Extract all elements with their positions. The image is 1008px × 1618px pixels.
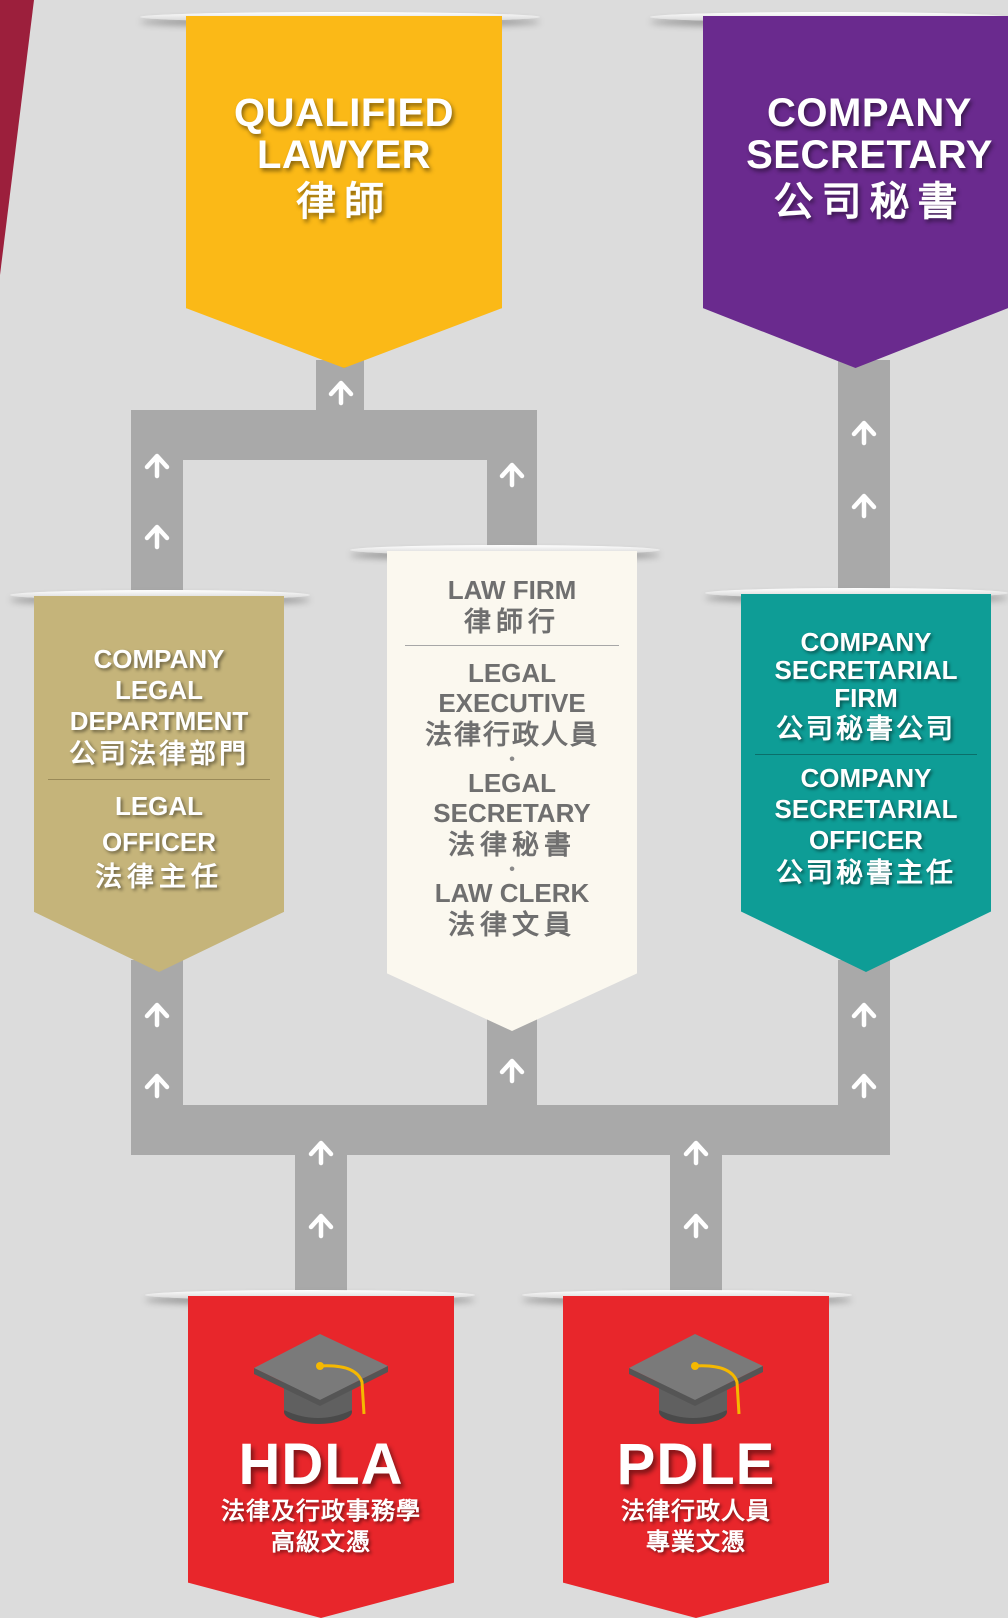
secretarial-officer-title-line2: SECRETARIAL	[774, 794, 958, 824]
bullet-separator: •	[509, 751, 515, 768]
arrow-up-icon	[144, 453, 170, 479]
arrow-up-icon	[308, 1213, 334, 1239]
law-firm-ribbon: LAW FIRM 律師行 LEGAL EXECUTIVE 法律行政人員 • LE…	[387, 551, 637, 1031]
legal-department-org-cn: 公司法律部門	[69, 739, 249, 769]
arrow-up-icon	[683, 1140, 709, 1166]
hanger-bar	[350, 545, 660, 555]
pdle-title-cn-line1: 法律行政人員	[621, 1498, 771, 1525]
hanger-bar	[145, 1290, 475, 1300]
graduation-cap-icon	[629, 1334, 763, 1424]
corner-accent	[0, 0, 34, 275]
hanger-bar	[10, 590, 310, 600]
company-secretary-title-line1: COMPANY	[767, 91, 972, 135]
legal-secretary-title-line2: SECRETARY	[433, 798, 591, 828]
legal-department-org-line3: DEPARTMENT	[69, 706, 249, 736]
pdle-title-cn-line2: 專業文憑	[646, 1529, 746, 1556]
secretarial-firm-org-line2: SECRETARIAL	[774, 655, 958, 685]
secretarial-firm-org-line1: COMPANY	[800, 627, 932, 657]
law-firm-org-cn: 律師行	[464, 607, 560, 637]
arrow-up-icon	[851, 1002, 877, 1028]
arrow-up-icon	[851, 493, 877, 519]
arrow-up-icon	[683, 1213, 709, 1239]
bullet-separator: •	[509, 861, 515, 878]
law-clerk-title-cn: 法律文員	[448, 910, 576, 940]
legal-secretary-title-cn: 法律秘書	[448, 830, 576, 860]
secretarial-officer-title-line1: COMPANY	[800, 763, 932, 793]
legal-secretary-title-line1: LEGAL	[467, 768, 557, 798]
hanger-bar	[705, 588, 1008, 598]
qualified-lawyer-title-cn: 律師	[296, 180, 392, 224]
legal-officer-title-cn: 法律主任	[95, 862, 223, 892]
qualified-lawyer-title-line1: QUALIFIED	[233, 91, 455, 135]
law-firm-org-en: LAW FIRM	[447, 575, 577, 605]
divider	[48, 779, 270, 780]
arrow-up-icon	[499, 1058, 525, 1084]
qualified-lawyer-ribbon: QUALIFIED LAWYER 律師	[186, 16, 502, 368]
legal-department-org-line2: LEGAL	[114, 675, 204, 705]
arrow-up-icon	[308, 1140, 334, 1166]
arrow-up-icon	[144, 1073, 170, 1099]
legal-executive-title-line1: LEGAL	[467, 658, 557, 688]
secretarial-firm-org-cn: 公司秘書公司	[776, 714, 956, 744]
divider	[405, 645, 619, 646]
arrow-up-icon	[851, 420, 877, 446]
legal-department-ribbon: COMPANY LEGAL DEPARTMENT 公司法律部門 LEGAL OF…	[34, 596, 284, 972]
secretarial-firm-ribbon: COMPANY SECRETARIAL FIRM 公司秘書公司 COMPANY …	[741, 594, 991, 972]
arrow-up-icon	[499, 462, 525, 488]
legal-executive-title-line2: EXECUTIVE	[438, 688, 586, 718]
law-clerk-title-en: LAW CLERK	[434, 878, 590, 908]
arrow-up-icon	[144, 1002, 170, 1028]
legal-officer-title-line2: OFFICER	[101, 827, 217, 857]
secretarial-officer-title-line3: OFFICER	[808, 825, 924, 855]
company-secretary-ribbon: COMPANY SECRETARY 公司秘書	[703, 16, 1008, 368]
arrow-up-icon	[851, 1073, 877, 1099]
legal-department-org-line1: COMPANY	[93, 644, 225, 674]
secretarial-officer-title-cn: 公司秘書主任	[776, 858, 956, 888]
legal-executive-title-cn: 法律行政人員	[425, 720, 599, 750]
arrow-up-icon	[328, 380, 354, 406]
qualified-lawyer-title-line2: LAWYER	[256, 133, 432, 177]
secretarial-firm-org-line3: FIRM	[834, 683, 898, 713]
hdla-ribbon: HDLA 法律及行政事務學 高級文憑	[188, 1296, 454, 1618]
legal-officer-title-line1: LEGAL	[114, 791, 204, 821]
pdle-ribbon: PDLE 法律行政人員 專業文憑	[563, 1296, 829, 1618]
connector-lines	[131, 360, 890, 1300]
company-secretary-title-line2: SECRETARY	[746, 133, 993, 177]
hanger-bar	[522, 1290, 852, 1300]
hdla-code: HDLA	[238, 1432, 404, 1497]
arrow-up-icon	[144, 524, 170, 550]
hdla-title-cn-line1: 法律及行政事務學	[221, 1498, 421, 1525]
graduation-cap-icon	[254, 1334, 388, 1424]
divider	[755, 754, 977, 755]
arrow-layer	[144, 380, 877, 1239]
company-secretary-title-cn: 公司秘書	[773, 180, 966, 224]
hdla-title-cn-line2: 高級文憑	[271, 1529, 371, 1556]
pdle-code: PDLE	[616, 1432, 776, 1497]
